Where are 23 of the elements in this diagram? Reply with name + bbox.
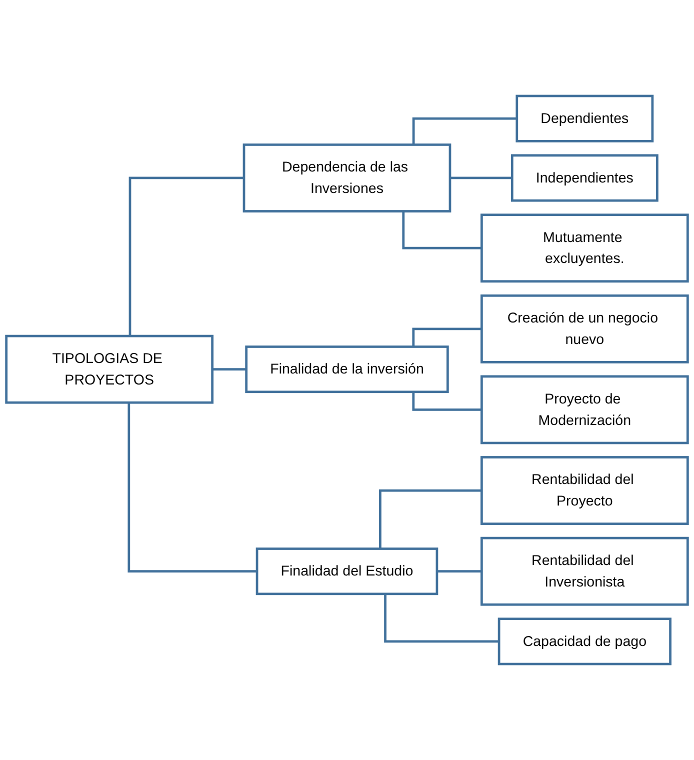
node-box: Independientes [510, 154, 658, 202]
connector [436, 570, 482, 573]
node-box: Rentabilidad del Inversionista [480, 536, 689, 606]
connector [448, 176, 512, 180]
node-box: Dependientes [516, 94, 654, 142]
node-box: Dependencia de las Inversiones [242, 144, 452, 212]
connector [384, 594, 500, 643]
connector [128, 402, 258, 573]
node-box: Creación de un negocio nuevo [480, 294, 689, 364]
node-box: Rentabilidad del Proyecto [480, 456, 689, 525]
connector [402, 211, 482, 250]
node-box: TIPOLOGIAS DE PROYECTOS [5, 334, 214, 404]
connector [412, 117, 517, 145]
connector [412, 392, 482, 411]
connector [379, 489, 482, 549]
node-box: Proyecto de Modernización [480, 375, 689, 444]
node-box: Mutuamente excluyentes. [480, 214, 689, 283]
connector [128, 176, 244, 336]
connector [412, 328, 482, 347]
connector [211, 368, 246, 370]
node-box: Finalidad del Estudio [256, 548, 438, 596]
node-box: Capacidad de pago [498, 618, 672, 666]
node-box: Finalidad de la inversión [245, 346, 449, 394]
